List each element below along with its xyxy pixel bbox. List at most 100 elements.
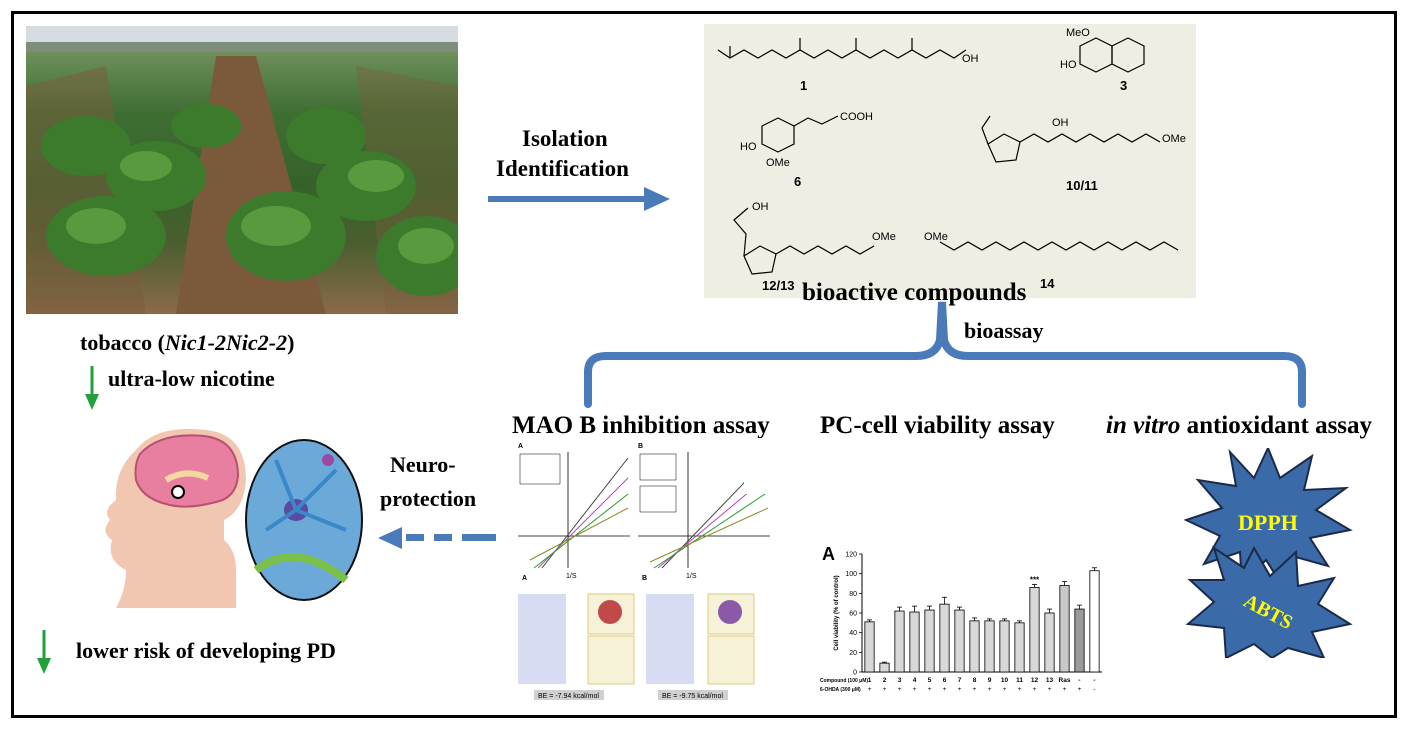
category-label: - [1093,677,1095,684]
lower-risk-label: lower risk of developing PD [76,638,336,664]
ohda-sign: + [943,686,947,693]
row2-label: 6-OHDA (300 μM) [820,687,861,693]
bar [955,610,964,672]
group-oh-10: OH [1052,117,1069,129]
y-tick-label: 120 [845,552,857,559]
antioxidant-italic: in vitro [1106,412,1180,439]
down-arrow-icon [84,366,100,412]
kinetics-label-b: B [638,443,643,450]
category-label: 10 [1001,677,1009,684]
compound-label-10-11: 10/11 [1066,178,1098,193]
antioxidant-assay-title: in vitro antioxidant assay [1106,412,1372,440]
ohda-sign: + [868,686,872,693]
axis-label-a: 1/S [566,573,577,580]
antioxidant-rest: antioxidant assay [1180,412,1372,439]
y-tick-label: 100 [845,571,857,578]
down-arrow-icon-2 [36,630,52,676]
tobacco-label: tobacco (Nic1-2Nic2-2) [80,330,294,356]
group-oh-12: OH [752,201,769,213]
bioassay-brace [580,300,1310,410]
bar [970,621,979,672]
bar [1090,571,1099,672]
y-tick-label: 20 [849,650,857,657]
bar [1000,621,1009,672]
isolation-arrow [488,186,672,212]
mao-results-panel: A B 1/S 1/S A B BE = [512,438,776,710]
bar [985,621,994,672]
neuro-label: Neuro- [390,452,456,478]
y-tick-label: 60 [849,611,857,618]
ohda-sign: + [1048,686,1052,693]
chart-panel-label: A [822,544,835,565]
category-label: Ras [1059,677,1071,684]
identification-label: Identification [496,156,629,182]
y-tick-label: 80 [849,591,857,598]
dpph-label: DPPH [1238,510,1298,535]
ohda-sign: - [1093,686,1095,693]
ohda-sign: + [1078,686,1082,693]
axis-label-b: 1/S [686,573,697,580]
bar-chart-svg: 020406080100120Cell viability (% of cont… [820,540,1110,712]
compound-label-14: 14 [1040,276,1054,291]
bar [1045,613,1054,672]
category-label: 11 [1016,677,1023,684]
binding-energy-b: BE = -9.75 kcal/mol [662,693,723,700]
bar [865,622,874,672]
y-axis-label: Cell viability (% of control) [834,575,840,650]
category-label: 2 [883,677,887,684]
ohda-sign: + [883,686,887,693]
binding-energy-a: BE = -7.94 kcal/mol [538,693,599,700]
category-label: 6 [943,677,947,684]
group-meo-3: MeO [1066,27,1090,39]
ultra-low-nicotine-label: ultra-low nicotine [108,366,275,392]
category-label: 9 [988,677,992,684]
ohda-sign: + [973,686,977,693]
compound-structures-panel: OH MeO HO COOH HO OMe OH OMe OH OMe OMe … [704,24,1196,298]
group-ome-14: OMe [924,231,948,243]
compound-label-12-13: 12/13 [762,278,795,293]
compound-label-1: 1 [800,78,807,93]
ohda-sign: + [898,686,902,693]
tobacco-genotype: Nic1-2Nic2-2 [165,330,287,355]
bar [1075,609,1084,672]
bar [895,611,904,672]
category-label: 3 [898,677,902,684]
ohda-sign: + [958,686,962,693]
docking-label-b: B [642,575,647,582]
group-ome-6: OMe [766,157,790,169]
bar [910,612,919,672]
group-ome-12: OMe [872,231,896,243]
protection-label: protection [380,486,476,512]
antioxidant-badges: DPPH ABTS [1184,448,1354,658]
ohda-sign: + [988,686,992,693]
tobacco-field-photo [26,26,458,314]
brain-neuron-illustration [96,420,366,610]
category-label: 4 [913,677,917,684]
category-label: 7 [958,677,962,684]
group-oh-1: OH [962,53,979,65]
category-label: - [1078,677,1080,684]
bar [940,604,949,672]
docking-label-a: A [522,575,527,582]
ohda-sign: + [1033,686,1037,693]
y-tick-label: 0 [853,670,857,677]
bar [925,610,934,672]
neuroprotection-arrow [376,524,500,552]
row1-label: Compound (100 μM) [820,678,868,684]
group-cooh-6: COOH [840,111,873,123]
mao-assay-title: MAO B inhibition assay [512,412,770,440]
group-ho-6: HO [740,141,757,153]
group-ome-10: OMe [1162,133,1186,145]
significance-label: *** [1030,575,1040,584]
bar [1030,587,1039,672]
bar [880,663,889,672]
ohda-sign: + [913,686,917,693]
category-label: 8 [973,677,977,684]
category-label: 5 [928,677,932,684]
ohda-sign: + [1018,686,1022,693]
ohda-sign: + [928,686,932,693]
bar [1015,623,1024,672]
ohda-sign: + [1003,686,1007,693]
group-ho-3: HO [1060,59,1077,71]
